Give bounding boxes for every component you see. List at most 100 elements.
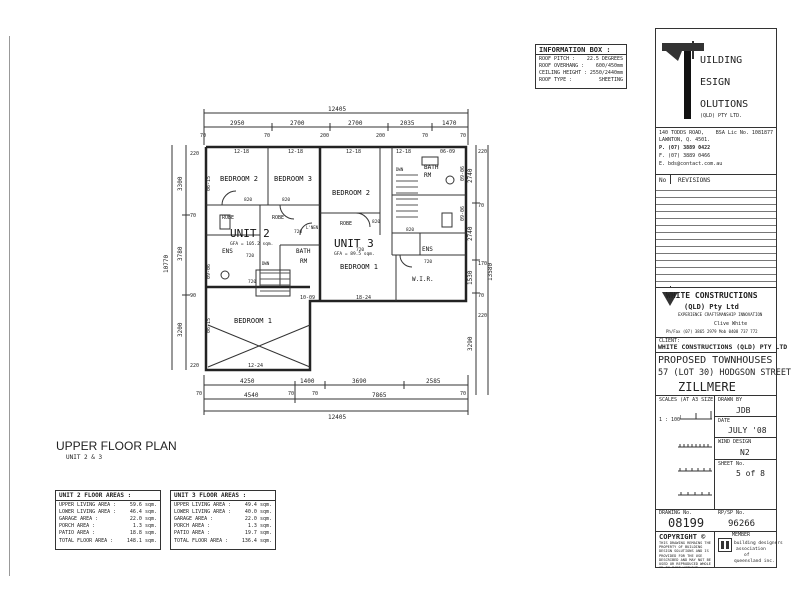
- assoc-line3: of: [744, 553, 750, 558]
- room-unit3-bedroom1: BEDROOM 1: [340, 263, 378, 271]
- client-name: WHITE CONSTRUCTIONS (QLD) PTY LTD: [658, 343, 788, 351]
- revisions-lines: [656, 184, 776, 286]
- dim-left-small-4: 220: [190, 363, 199, 369]
- area-label: PATIO AREA :: [174, 530, 211, 536]
- window-code: 06-15: [206, 176, 212, 191]
- dim-top-3: 2700: [348, 120, 363, 127]
- dim-right-small-1: 220: [478, 149, 487, 155]
- dim-right-small-4: 70: [478, 293, 484, 299]
- room-robe-2: ROBE: [272, 215, 284, 221]
- door-code: 720: [246, 253, 254, 259]
- drawn-by-value: JDB: [736, 406, 751, 415]
- builder-sub: (QLD) Pty Ltd: [684, 303, 739, 311]
- dim-left-3: 3200: [177, 322, 184, 337]
- window-code: 09-06: [460, 206, 466, 221]
- window-code: 12-24: [248, 363, 263, 369]
- dim-bottom-a-1: 4250: [240, 378, 255, 385]
- scale-bar-icon: [680, 411, 712, 420]
- dim-bottom-small-3: 70: [312, 391, 318, 397]
- area-value: 59.6 sqm.: [129, 502, 157, 508]
- wind-label: WIND DESIGN: [718, 439, 752, 445]
- dim-right-small-5: 220: [478, 313, 487, 319]
- door-code: 820: [372, 219, 380, 225]
- dim-right-small-2: 70: [478, 203, 484, 209]
- area-label: UPPER LIVING AREA :: [59, 502, 117, 508]
- company-address1: 140 TODDS ROAD,: [659, 130, 705, 136]
- project-line1: PROPOSED TOWNHOUSES: [658, 355, 773, 366]
- room-stair-dwn-1: DWN: [262, 261, 270, 266]
- door-code: 820: [282, 197, 290, 203]
- window-code: 10-09: [300, 295, 315, 301]
- dim-top-1: 2950: [230, 120, 245, 127]
- window-code: 12-18: [396, 149, 411, 155]
- copyright-text: THIS DRAWING REMAINS THE PROPERTY OF BUI…: [659, 541, 711, 568]
- dim-left-overall: 10770: [163, 255, 170, 273]
- area-label: PORCH AREA :: [174, 523, 211, 529]
- builder-name: WHITE CONSTRUCTIONS: [666, 291, 758, 300]
- area-value: 148.1 sqm.: [126, 538, 157, 544]
- door-code: 720: [294, 229, 302, 235]
- project-line3: ZILLMERE: [678, 380, 736, 394]
- room-unit3-ens: ENS: [422, 246, 433, 253]
- area-value: 18.8 sqm.: [129, 530, 157, 536]
- room-unit2-rm: RM: [300, 258, 308, 265]
- room-stair-dwn-2: DWN: [396, 167, 404, 172]
- logo-line3: OLUTIONS: [700, 99, 749, 110]
- door-code: 720: [424, 259, 432, 265]
- dim-top-4: 2035: [400, 120, 415, 127]
- dim-bottom-a-4: 2585: [426, 378, 441, 385]
- company-email: E. bds@contact.com.au: [659, 161, 723, 167]
- dim-right-2: 2740: [467, 226, 474, 241]
- dim-right-overall: 13580: [487, 263, 494, 281]
- room-unit2-bedroom3: BEDROOM 3: [274, 175, 312, 183]
- dim-right-4: 3290: [467, 336, 474, 351]
- area-label: PATIO AREA :: [59, 530, 96, 536]
- area-label: LOWER LIVING AREA :: [59, 509, 117, 515]
- dim-top-5: 1470: [442, 120, 457, 127]
- company-licence: BSA Lic No. 1081877: [715, 130, 773, 136]
- assoc-line1: building designers: [734, 541, 783, 546]
- dim-bottom-small-4: 70: [460, 391, 466, 397]
- window-code: 12-18: [234, 149, 249, 155]
- assoc-line2: association: [736, 547, 766, 552]
- dim-bottom-overall: 12405: [328, 414, 346, 421]
- info-box: INFORMATION BOX : ROOF PITCH : 22.5 DEGR…: [535, 44, 627, 89]
- builder-logo-icon: [662, 292, 678, 306]
- dim-bottom-a-3: 3690: [352, 378, 367, 385]
- dim-top-small-3: 200: [320, 133, 329, 139]
- door-code: 720: [248, 279, 256, 285]
- rp-sp-value: 96266: [728, 519, 756, 529]
- unit3-area: GFA = 89.5 sqm.: [334, 251, 375, 257]
- area-value: 22.0 sqm.: [244, 516, 272, 522]
- dim-top-small-1: 70: [200, 133, 206, 139]
- area-label: TOTAL FLOOR AREA :: [59, 538, 114, 544]
- area-value: 136.4 sqm.: [241, 538, 272, 544]
- copyright-title: COPYRIGHT ©: [659, 533, 706, 541]
- info-row-label: CEILING HEIGHT :: [539, 70, 588, 76]
- area-value: 40.0 sqm.: [244, 509, 272, 515]
- area-value: 1.3 sqm.: [247, 523, 272, 529]
- dim-left-1: 3300: [177, 176, 184, 191]
- dim-top-small-6: 70: [460, 133, 466, 139]
- area-label: GARAGE AREA :: [174, 516, 214, 522]
- revisions-col-no: No: [659, 177, 667, 184]
- date-label: DATE: [718, 418, 731, 424]
- member-label: MEMBER: [732, 532, 751, 538]
- bdaq-logo-icon: [718, 538, 732, 552]
- unit3-label: UNIT 3: [334, 237, 374, 250]
- area-label: GARAGE AREA :: [59, 516, 99, 522]
- info-row-value: 2550/2440mm: [589, 70, 623, 76]
- info-row-label: ROOF TYPE :: [539, 77, 573, 83]
- area-value: 46.4 sqm.: [129, 509, 157, 515]
- room-unit2-bedroom1: BEDROOM 1: [234, 317, 272, 325]
- room-unit2-bath: BATH: [296, 248, 311, 255]
- scales-label: SCALES (AT A3 SIZE): [659, 397, 717, 403]
- info-row-label: ROOF PITCH :: [539, 56, 576, 62]
- room-unit3-bedroom2: BEDROOM 2: [332, 189, 370, 197]
- room-unit2-bedroom2: BEDROOM 2: [220, 175, 258, 183]
- drawn-by-label: DRAWN BY: [718, 397, 743, 403]
- plan-title: UPPER FLOOR PLAN: [56, 439, 177, 453]
- logo-line4: (QLD) PTY LTD.: [700, 113, 743, 119]
- dim-bottom-small-2: 70: [288, 391, 294, 397]
- dim-left-small-1: 220: [190, 151, 199, 157]
